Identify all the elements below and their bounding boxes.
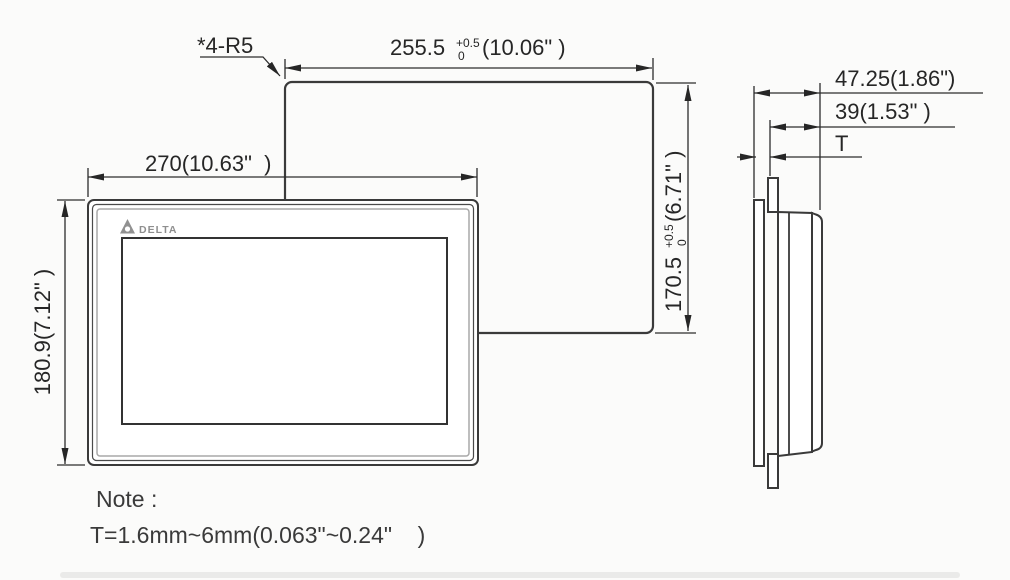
cutout-width-tolerance-lower: 0	[458, 49, 465, 63]
side-mounting-clip-bottom	[767, 453, 779, 489]
front-height-label: 180.9(7.12" )	[30, 269, 55, 395]
dim-side-total-depth: 47.25(1.86")	[753, 66, 983, 210]
side-body	[777, 210, 813, 458]
dim-side-panel-thickness: T	[737, 131, 862, 161]
cutout-width-inches: (10.06" )	[482, 35, 566, 60]
side-front-bezel	[753, 199, 765, 467]
side-mounting-clip-top	[767, 177, 779, 213]
dim-side-behind-depth: 39(1.53" )	[769, 99, 955, 176]
cutout-height-inches: (6.71" )	[661, 151, 686, 222]
side-view	[753, 177, 823, 489]
front-screen	[121, 237, 448, 425]
front-middle-border	[91, 203, 475, 462]
front-inner-border	[96, 208, 470, 457]
delta-logo: DELTA	[120, 219, 177, 236]
cutout-width-value: 255.5	[390, 35, 445, 60]
cutout-width-tolerance-upper: +0.5	[456, 36, 480, 50]
cutout-height-value: 170.5	[661, 257, 686, 312]
delta-logo-icon	[120, 219, 135, 234]
corner-radius-callout: *4-R5	[197, 33, 281, 77]
scan-artifact	[60, 572, 960, 578]
delta-logo-text: DELTA	[139, 224, 177, 236]
dim-cutout-height: 170.5 +0.5 0 (6.71" )	[655, 82, 696, 334]
note-title: Note :	[96, 486, 157, 512]
front-view: DELTA	[87, 199, 479, 466]
side-body-rear-cap	[811, 211, 823, 453]
dim-front-width: 270(10.63" )	[87, 151, 478, 197]
front-width-label: 270(10.63" )	[145, 151, 271, 176]
corner-radius-label: *4-R5	[197, 33, 253, 58]
note-block: Note : T=1.6mm~6mm(0.063"~0.24" )	[90, 486, 425, 548]
cutout-height-tolerance-lower: 0	[675, 239, 689, 246]
note-body: T=1.6mm~6mm(0.063"~0.24" )	[90, 522, 425, 548]
side-total-depth-label: 47.25(1.86")	[835, 66, 955, 91]
leader-line	[200, 56, 281, 77]
cutout-height-tolerance-upper: +0.5	[662, 224, 676, 248]
panel-thickness-label: T	[835, 131, 848, 156]
dim-front-height: 180.9(7.12" )	[30, 199, 85, 466]
dim-cutout-width: 255.5 +0.5 0 (10.06" )	[284, 35, 654, 80]
side-behind-depth-label: 39(1.53" )	[835, 99, 931, 124]
delta-logo-swirl	[124, 226, 131, 232]
